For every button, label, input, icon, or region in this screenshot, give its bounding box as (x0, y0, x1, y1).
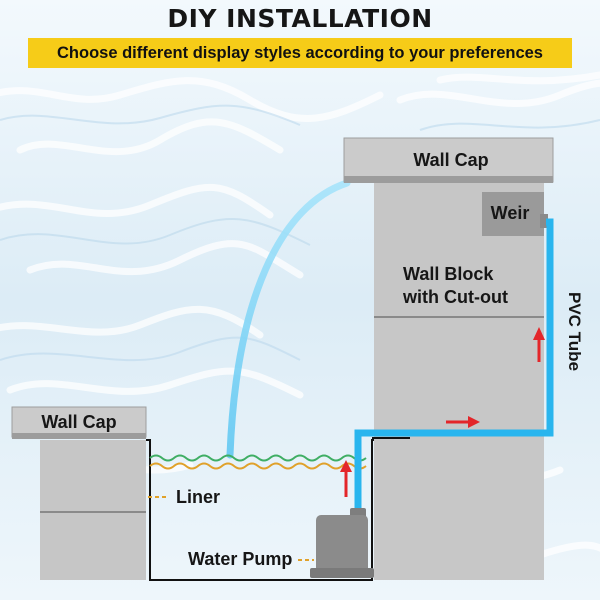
left-wall-cap-shadow (12, 433, 146, 439)
left-wall-block (40, 440, 146, 580)
pond-liner-outline (146, 439, 374, 581)
weir-label: Weir (491, 203, 530, 223)
left-wall-cap-label: Wall Cap (41, 412, 116, 432)
right-wall-cap-shadow (344, 176, 553, 183)
page-title: DIY INSTALLATION (167, 4, 433, 33)
left-wall (11, 406, 147, 580)
subtitle-banner: Choose different display styles accordin… (28, 38, 572, 68)
liner-wave (149, 462, 367, 470)
water-surface-wave (149, 454, 367, 462)
right-wall-cap (343, 137, 554, 183)
water-pump (310, 508, 374, 578)
flow-arrow-up-tube (533, 327, 545, 362)
pvc-tube-label: PVC Tube (565, 292, 584, 371)
right-wall-cap-label: Wall Cap (413, 150, 488, 170)
water-pump-label: Water Pump (188, 549, 292, 569)
weir-box (482, 192, 544, 236)
flow-arrow-right (446, 416, 480, 428)
pvc-tube (354, 218, 554, 517)
weir-outlet (540, 214, 548, 228)
liner-label: Liner (176, 487, 220, 507)
subtitle-text: Choose different display styles accordin… (57, 43, 543, 62)
right-wall (343, 137, 554, 580)
wall-block-label-line2: with Cut-out (402, 287, 508, 307)
water-jet (226, 179, 351, 459)
pump-base (310, 568, 374, 578)
wall-block-label-line1: Wall Block (403, 264, 494, 284)
pump-body (316, 515, 368, 573)
right-wall-block-lower (374, 318, 544, 580)
flow-arrow-up-pump (340, 460, 352, 497)
